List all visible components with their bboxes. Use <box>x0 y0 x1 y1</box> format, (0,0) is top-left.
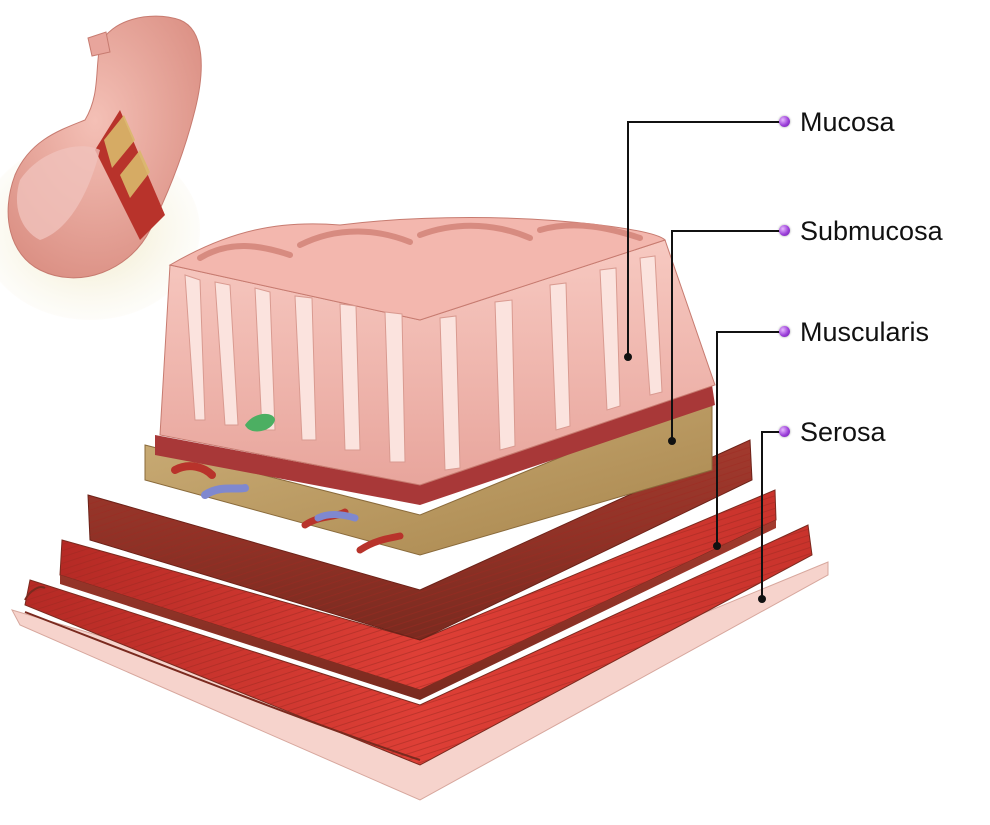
mucosa-bullet-icon <box>779 116 790 127</box>
label-muscularis: Muscularis <box>800 317 930 347</box>
serosa-bullet-icon <box>779 426 790 437</box>
stomach-inset-icon <box>0 15 202 320</box>
leader-lines <box>627 121 784 599</box>
label-serosa: Serosa <box>800 417 886 447</box>
label-mucosa: Mucosa <box>800 107 895 137</box>
submucosa-layer <box>144 394 713 556</box>
muscularis-bullet-icon <box>779 326 790 337</box>
leader-endpoints <box>624 353 766 603</box>
muscle-slab-layer <box>87 439 753 641</box>
mucosa-layer <box>155 217 716 505</box>
label-submucosa: Submucosa <box>800 216 943 246</box>
leader-muscularis <box>716 331 784 546</box>
leader-mucosa <box>627 121 784 357</box>
leader-serosa <box>761 431 784 599</box>
leader-submucosa <box>671 230 784 441</box>
muscularis-outer-layer <box>24 524 813 766</box>
submucosa-bullet-icon <box>779 225 790 236</box>
